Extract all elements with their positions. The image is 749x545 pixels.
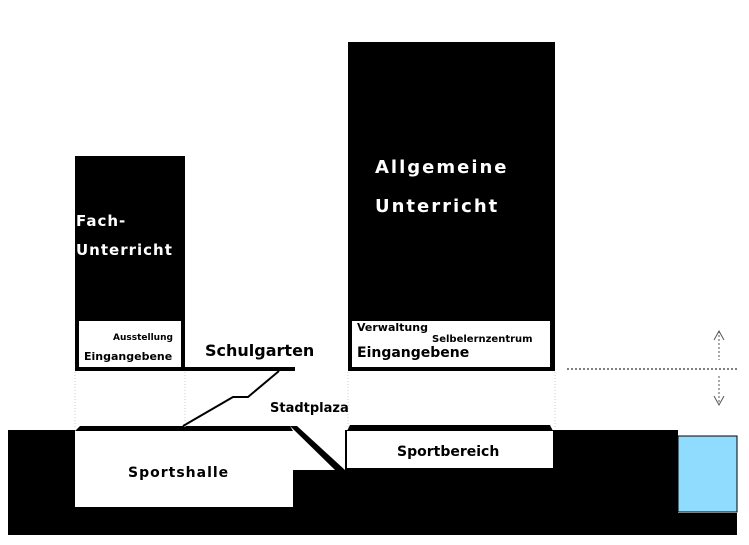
sportshalle-box: [75, 431, 293, 507]
ramp-line: [182, 370, 280, 427]
pool: [677, 435, 738, 513]
sportbereich-roof: [347, 425, 553, 431]
fach-entrance-box: [79, 321, 181, 367]
sportshalle-label: Sportshalle: [128, 465, 230, 481]
fach-label-line2: Unterricht: [76, 241, 173, 259]
fach-label-line1: Fach-: [76, 212, 127, 230]
ausstellung-label: Ausstellung: [113, 333, 173, 343]
allgemeine-unterricht-tower: [348, 42, 555, 371]
allgemeine-label-line1: Allgemeine: [375, 157, 509, 178]
right-eingangebene-label: Eingangebene: [357, 345, 470, 361]
schulgarten-platform: [185, 367, 295, 371]
plaza-step: [290, 426, 345, 470]
ground-mass: [8, 430, 737, 535]
allgemeine-entrance-box: [352, 321, 550, 367]
verwaltung-label: Verwaltung: [357, 321, 428, 334]
sportbereich-label: Sportbereich: [397, 444, 500, 460]
schulgarten-label: Schulgarten: [205, 341, 315, 360]
sportshalle-roof: [75, 426, 293, 431]
stadtplaza-label: Stadtplaza: [270, 401, 349, 416]
selbelernzentrum-label: Selbelernzentrum: [432, 334, 533, 345]
guide-lines: [74, 372, 556, 428]
left-eingangebene-label: Eingangebene: [84, 350, 173, 363]
sportbereich-box: [347, 431, 553, 468]
double-arrow-vertical-icon: [713, 329, 725, 407]
allgemeine-label-line2: Unterricht: [375, 196, 500, 217]
